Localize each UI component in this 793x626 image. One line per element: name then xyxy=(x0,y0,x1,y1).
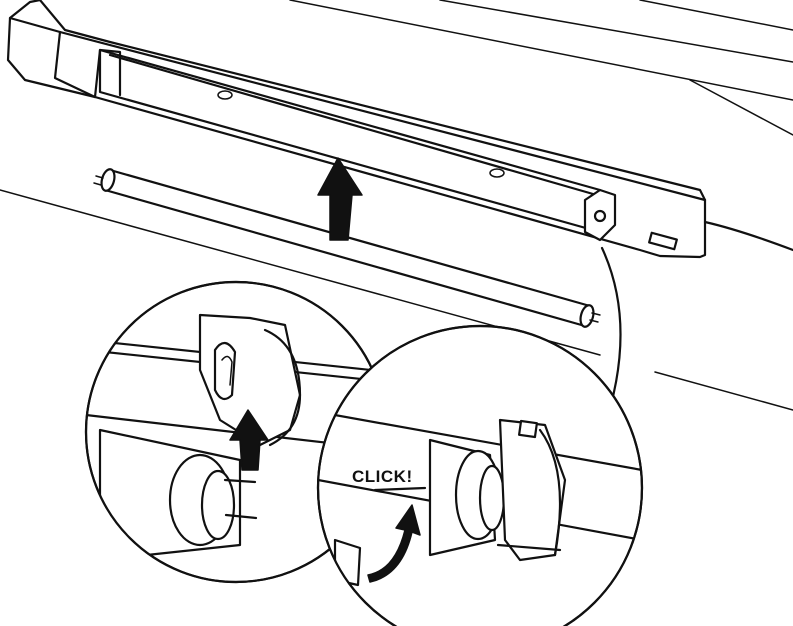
rotate-arrow-icon xyxy=(367,504,421,583)
click-label: CLICK! xyxy=(352,467,413,486)
up-arrow-icon-detail xyxy=(229,409,269,471)
detail-circle-left xyxy=(84,280,388,584)
up-arrow-icon xyxy=(317,157,363,241)
fluorescent-tube xyxy=(93,168,601,328)
detail-circle-right: CLICK! xyxy=(316,324,644,626)
light-fixture xyxy=(6,0,793,259)
